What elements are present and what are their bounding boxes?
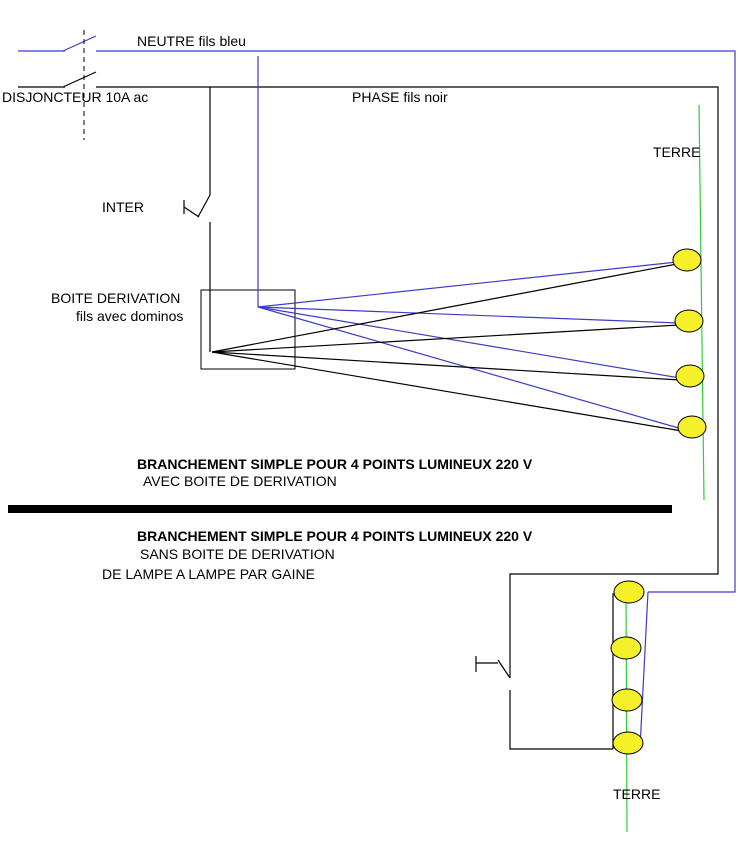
section-separator bbox=[8, 505, 672, 513]
junction-box-sublabel: fils avec dominos bbox=[76, 308, 184, 324]
switch2-return-wire bbox=[509, 690, 613, 750]
neutral-branch-3 bbox=[257, 306, 681, 379]
subtitle-without-box: SANS BOITE DE DERIVATION bbox=[140, 546, 335, 562]
phase-lamp-chain bbox=[612, 593, 622, 749]
neutral-branch-2 bbox=[257, 306, 680, 324]
switch-lever-bar bbox=[183, 206, 200, 218]
neutral-wire-label: NEUTRE fils bleu bbox=[137, 33, 246, 49]
breaker-neutral-contact bbox=[62, 35, 97, 52]
phase-wire-main bbox=[96, 86, 719, 678]
switch2-lever bbox=[497, 659, 511, 679]
neutral-wire-main bbox=[96, 50, 736, 593]
subtitle-lamp-to-lamp: DE LAMPE A LAMPE PAR GAINE bbox=[102, 566, 315, 582]
lamp-chain-3 bbox=[611, 688, 643, 712]
neutral-lamp-chain bbox=[639, 591, 649, 749]
earth-label-bottom: TERRE bbox=[613, 786, 661, 802]
lamp-2 bbox=[674, 309, 704, 333]
lamp-chain-2 bbox=[610, 636, 642, 660]
title-without-box: BRANCHEMENT SIMPLE POUR 4 POINTS LUMINEU… bbox=[137, 528, 533, 544]
phase-branch-3 bbox=[211, 351, 681, 381]
breaker-phase-contact bbox=[62, 71, 97, 88]
earth-wire-top bbox=[698, 104, 705, 501]
lamp-chain-4 bbox=[612, 731, 644, 755]
title-with-box: BRANCHEMENT SIMPLE POUR 4 POINTS LUMINEU… bbox=[137, 456, 533, 472]
lamp-3 bbox=[675, 364, 705, 388]
lamp-chain-1 bbox=[613, 580, 645, 604]
junction-box bbox=[200, 289, 296, 370]
earth-label-top: TERRE bbox=[653, 144, 701, 160]
lamp-4 bbox=[677, 415, 707, 439]
phase-branch-2 bbox=[211, 324, 680, 353]
neutral-branch-1 bbox=[257, 261, 678, 308]
junction-box-label: BOITE DERIVATION bbox=[51, 290, 181, 306]
breaker-label: DISJONCTEUR 10A ac bbox=[2, 89, 149, 105]
lamp-1 bbox=[672, 248, 702, 272]
switch-label: INTER bbox=[102, 199, 144, 215]
subtitle-with-box: AVEC BOITE DE DERIVATION bbox=[143, 473, 337, 489]
phase-branch-1 bbox=[211, 263, 678, 353]
phase-branch-4 bbox=[211, 351, 683, 432]
switch-lever bbox=[197, 194, 211, 218]
phase-wire-label: PHASE fils noir bbox=[352, 89, 448, 105]
